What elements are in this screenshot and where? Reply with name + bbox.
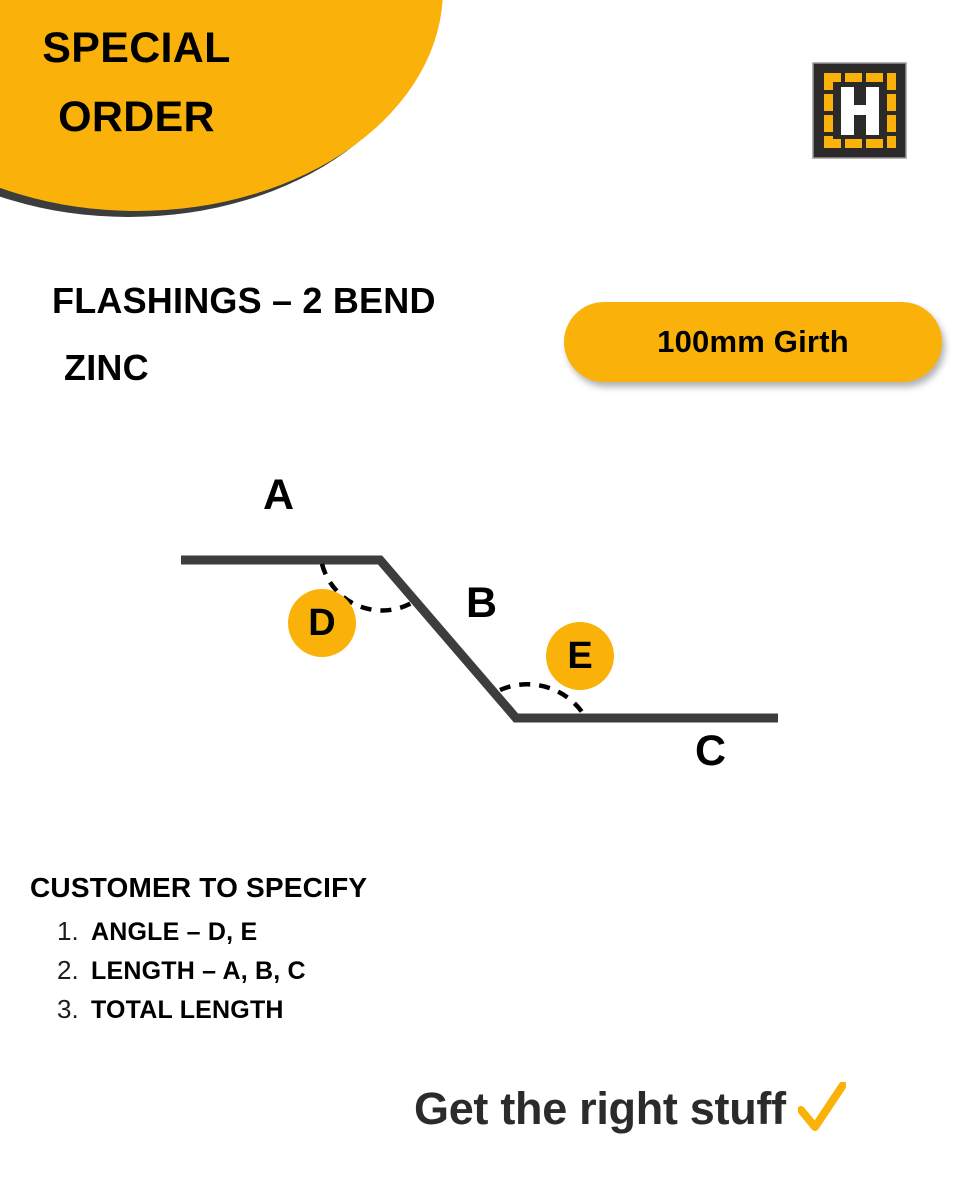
page-title-line-1: FLASHINGS – 2 BEND [52, 280, 436, 321]
page-title-line-2: ZINC [64, 346, 149, 388]
special-order-line-1: SPECIAL [42, 23, 231, 72]
list-item: 1. ANGLE – D, E [30, 916, 550, 947]
company-logo-icon [812, 62, 907, 159]
angle-badge-e: E [546, 622, 614, 690]
list-item-label: TOTAL LENGTH [91, 996, 284, 1024]
list-item-number: 1. [57, 916, 79, 946]
special-order-badge: SPECIAL ORDER [0, 0, 450, 218]
list-item-label: LENGTH – A, B, C [91, 957, 306, 985]
girth-badge: 100mm Girth [564, 302, 942, 382]
check-icon [797, 1082, 846, 1131]
customer-specify-block: CUSTOMER TO SPECIFY 1. ANGLE – D, E 2. L… [30, 872, 550, 1033]
customer-specify-heading: CUSTOMER TO SPECIFY [30, 872, 368, 903]
special-order-line-2: ORDER [58, 93, 215, 142]
special-order-badge-text: SPECIAL ORDER [0, 0, 443, 211]
list-item-label: ANGLE – D, E [91, 918, 258, 946]
list-item-number: 2. [57, 955, 79, 985]
list-item: 2. LENGTH – A, B, C [30, 955, 550, 986]
tagline-text: Get the right stuff [414, 1082, 786, 1134]
segment-label-b: B [466, 579, 498, 627]
customer-specify-list: 1. ANGLE – D, E 2. LENGTH – A, B, C 3. T… [30, 916, 550, 1025]
angle-badge-d: D [288, 589, 356, 657]
segment-label-c: C [695, 727, 727, 775]
list-item: 3. TOTAL LENGTH [30, 994, 550, 1025]
list-item-number: 3. [57, 994, 79, 1024]
tagline: Get the right stuff [414, 1082, 846, 1134]
page-title: FLASHINGS – 2 BEND ZINC [52, 268, 552, 401]
segment-label-a: A [263, 471, 295, 519]
